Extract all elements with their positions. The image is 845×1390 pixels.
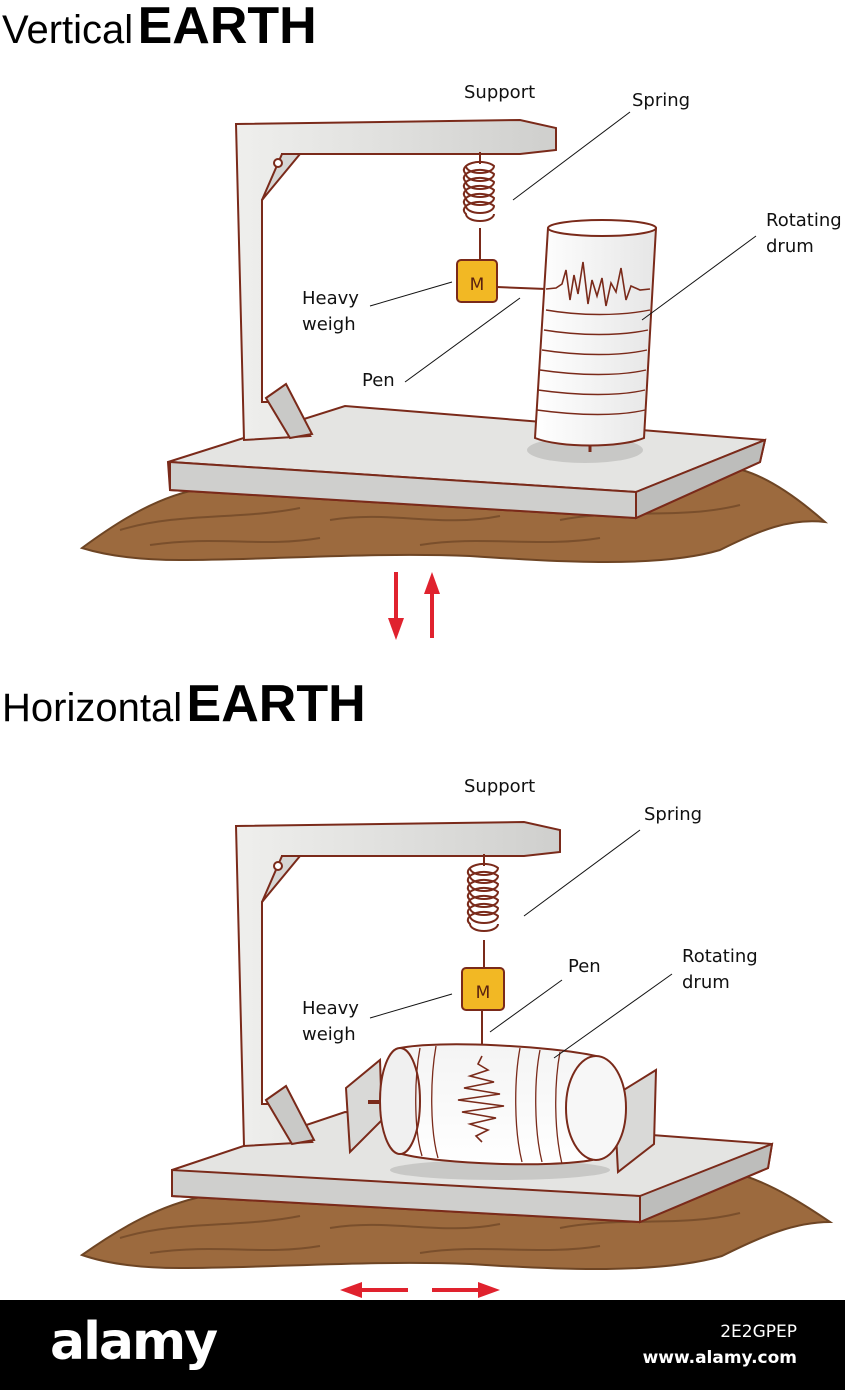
label-rotating-bottom: Rotating (682, 946, 758, 967)
heavy-mass-top (456, 259, 498, 303)
image-id: 2E2GPEP (720, 1322, 797, 1342)
spring-top (462, 160, 496, 222)
title-vertical-word: Vertical (2, 8, 134, 52)
label-heavy-top: Heavy (302, 288, 359, 309)
watermark-footer: alamy 2E2GPEP www.alamy.com (0, 1300, 845, 1390)
seismograph-illustration: M (79, 111, 834, 1298)
horizontal-seismograph: M (79, 820, 834, 1298)
label-pen-top: Pen (362, 370, 395, 391)
label-drum-bottom: drum (682, 972, 730, 993)
pen-arm-top (496, 286, 547, 290)
alamy-logo: alamy (50, 1312, 218, 1372)
seismic-trace-top (545, 261, 651, 307)
label-support-top: Support (464, 82, 536, 103)
label-support-bottom: Support (464, 776, 536, 797)
label-drum-top: drum (766, 236, 814, 257)
spring-bottom (466, 862, 500, 932)
horizontal-motion-arrows (340, 1282, 500, 1298)
label-rotating-top: Rotating (766, 210, 842, 231)
label-pen-bottom: Pen (568, 956, 601, 977)
label-spring-top: Spring (632, 90, 691, 111)
seismic-trace-bottom (457, 1055, 505, 1143)
title-earth-word-top: EARTH (137, 0, 317, 55)
title-horizontal-earth: Horizontal EARTH (2, 678, 366, 730)
mass-letter-bottom: M (476, 983, 491, 1003)
label-heavy-bottom: Heavy (302, 998, 359, 1019)
label-spring-bottom: Spring (644, 804, 703, 825)
mass-letter-top: M (470, 275, 485, 295)
label-weigh-top: weigh (302, 314, 356, 335)
vertical-motion-arrows (388, 572, 440, 640)
title-horizontal-word: Horizontal (2, 686, 183, 730)
label-weigh-bottom: weigh (302, 1024, 356, 1045)
title-earth-word-bottom: EARTH (186, 675, 366, 733)
site-url: www.alamy.com (642, 1348, 797, 1368)
vertical-seismograph: M (79, 111, 829, 640)
title-vertical-earth: Vertical EARTH (2, 0, 317, 52)
